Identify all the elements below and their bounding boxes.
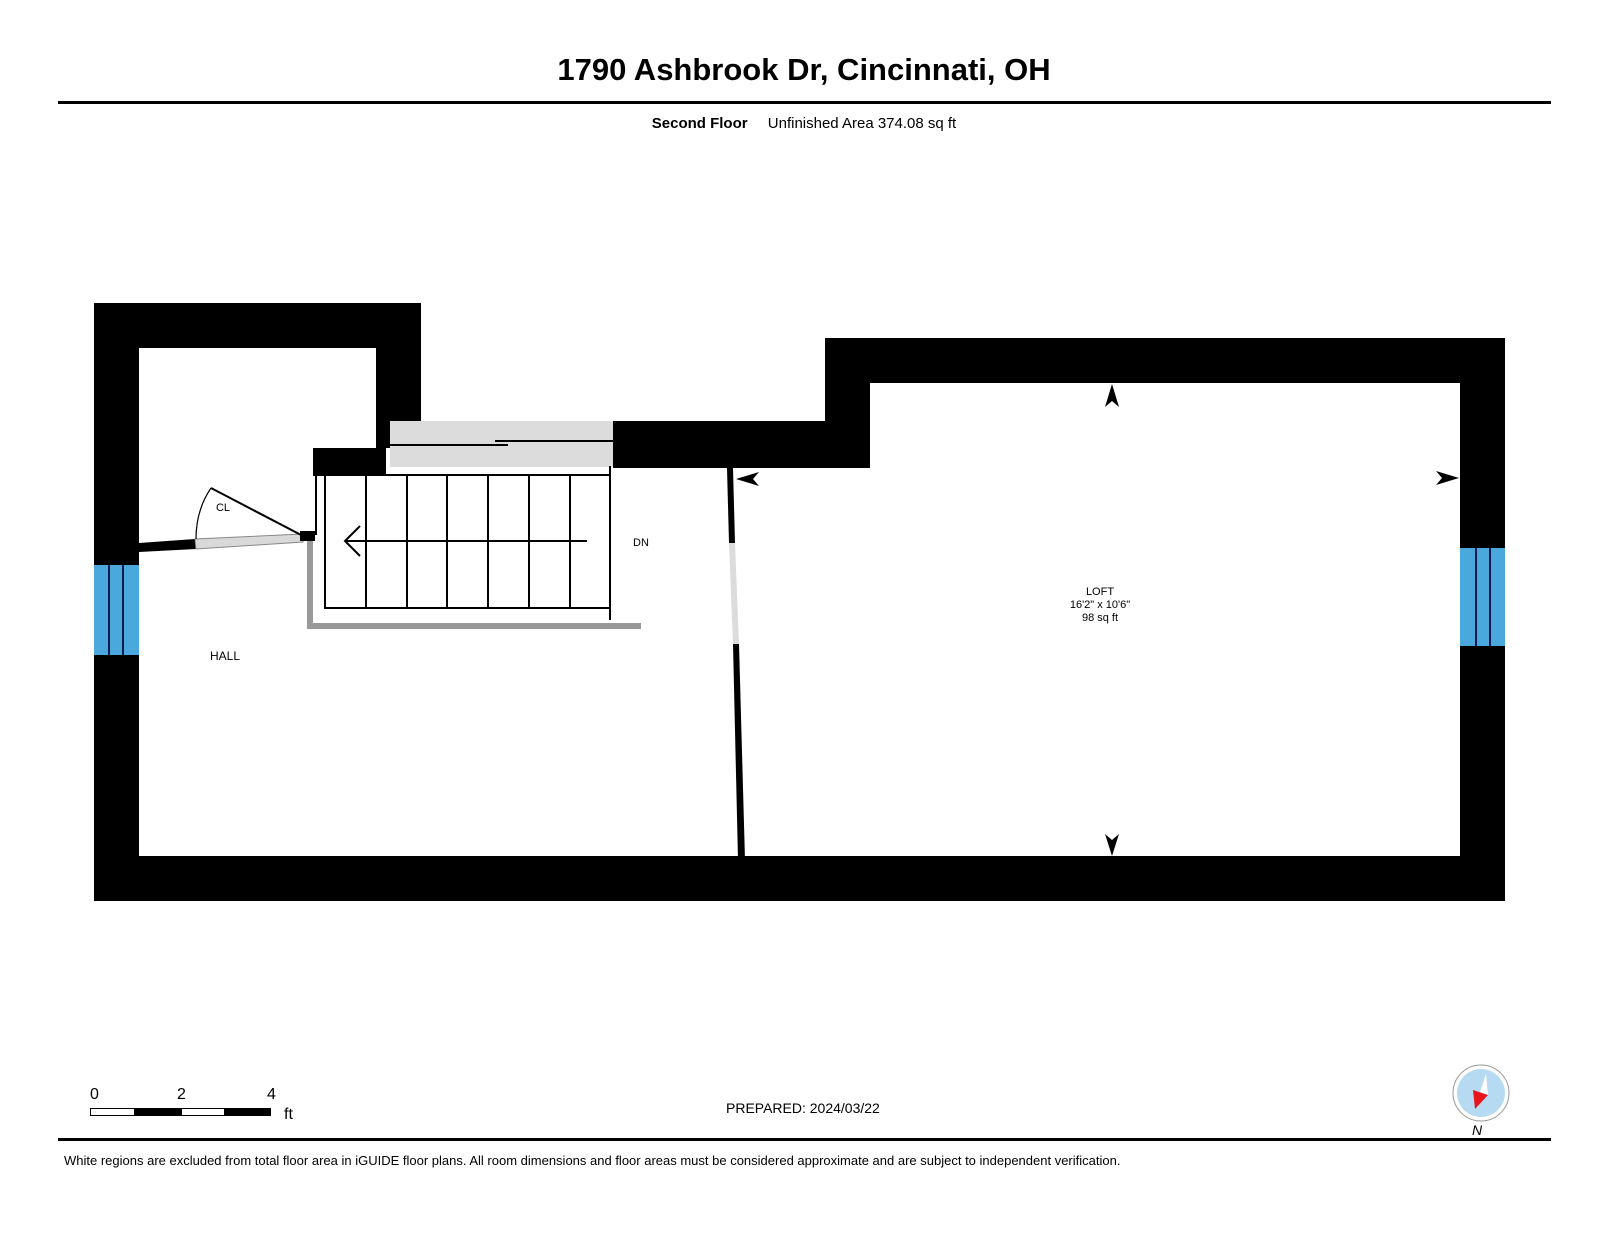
- arrow-left-icon: [736, 472, 759, 486]
- arrow-down-icon: [1105, 834, 1119, 856]
- floor-name: Second Floor: [651, 115, 748, 132]
- stair-direction-label: DN: [633, 537, 649, 549]
- stair-landing: [390, 421, 613, 467]
- divider-wall: [727, 468, 745, 860]
- room-label-loft: LOFT 16'2" x 10'6" 98 sq ft: [1040, 586, 1160, 625]
- scale-segment: [225, 1108, 271, 1116]
- stair-railing: [307, 540, 641, 629]
- prepared-date: PREPARED: 2024/03/22: [726, 1100, 880, 1116]
- room-label-hall: HALL: [209, 649, 241, 663]
- scale-segment: [135, 1108, 181, 1116]
- arrow-up-icon: [1105, 384, 1119, 407]
- area-summary: Unfinished Area 374.08 sq ft: [767, 115, 957, 132]
- scale-unit: ft: [284, 1106, 293, 1123]
- window-right: [1460, 548, 1505, 646]
- room-label-closet: CL: [215, 502, 231, 514]
- scale-tick-2: 2: [177, 1086, 186, 1103]
- scale-segment: [181, 1108, 225, 1116]
- header-divider: [58, 101, 1551, 104]
- exterior-walls: [94, 303, 1505, 901]
- scale-tick-4: 4: [267, 1086, 276, 1103]
- footer-divider: [58, 1138, 1551, 1141]
- page-title: 1790 Ashbrook Dr, Cincinnati, OH: [557, 52, 1051, 87]
- window-left: [94, 565, 139, 655]
- disclaimer: White regions are excluded from total fl…: [64, 1153, 1121, 1168]
- scale-segment: [90, 1108, 135, 1116]
- floor-summary: Second Floor Unfinished Area 374.08 sq f…: [0, 115, 1600, 132]
- loft-name: LOFT: [1085, 586, 1115, 598]
- loft-dimensions: 16'2" x 10'6": [1069, 599, 1131, 611]
- compass-icon: N: [1452, 1064, 1512, 1139]
- scale-tick-0: 0: [90, 1086, 99, 1103]
- arrow-right-icon: [1436, 471, 1459, 485]
- dimension-arrows: [736, 384, 1459, 856]
- closet-door: [139, 487, 315, 552]
- compass-north-label: N: [1472, 1122, 1483, 1138]
- loft-area: 98 sq ft: [1081, 612, 1119, 624]
- staircase: [315, 466, 611, 620]
